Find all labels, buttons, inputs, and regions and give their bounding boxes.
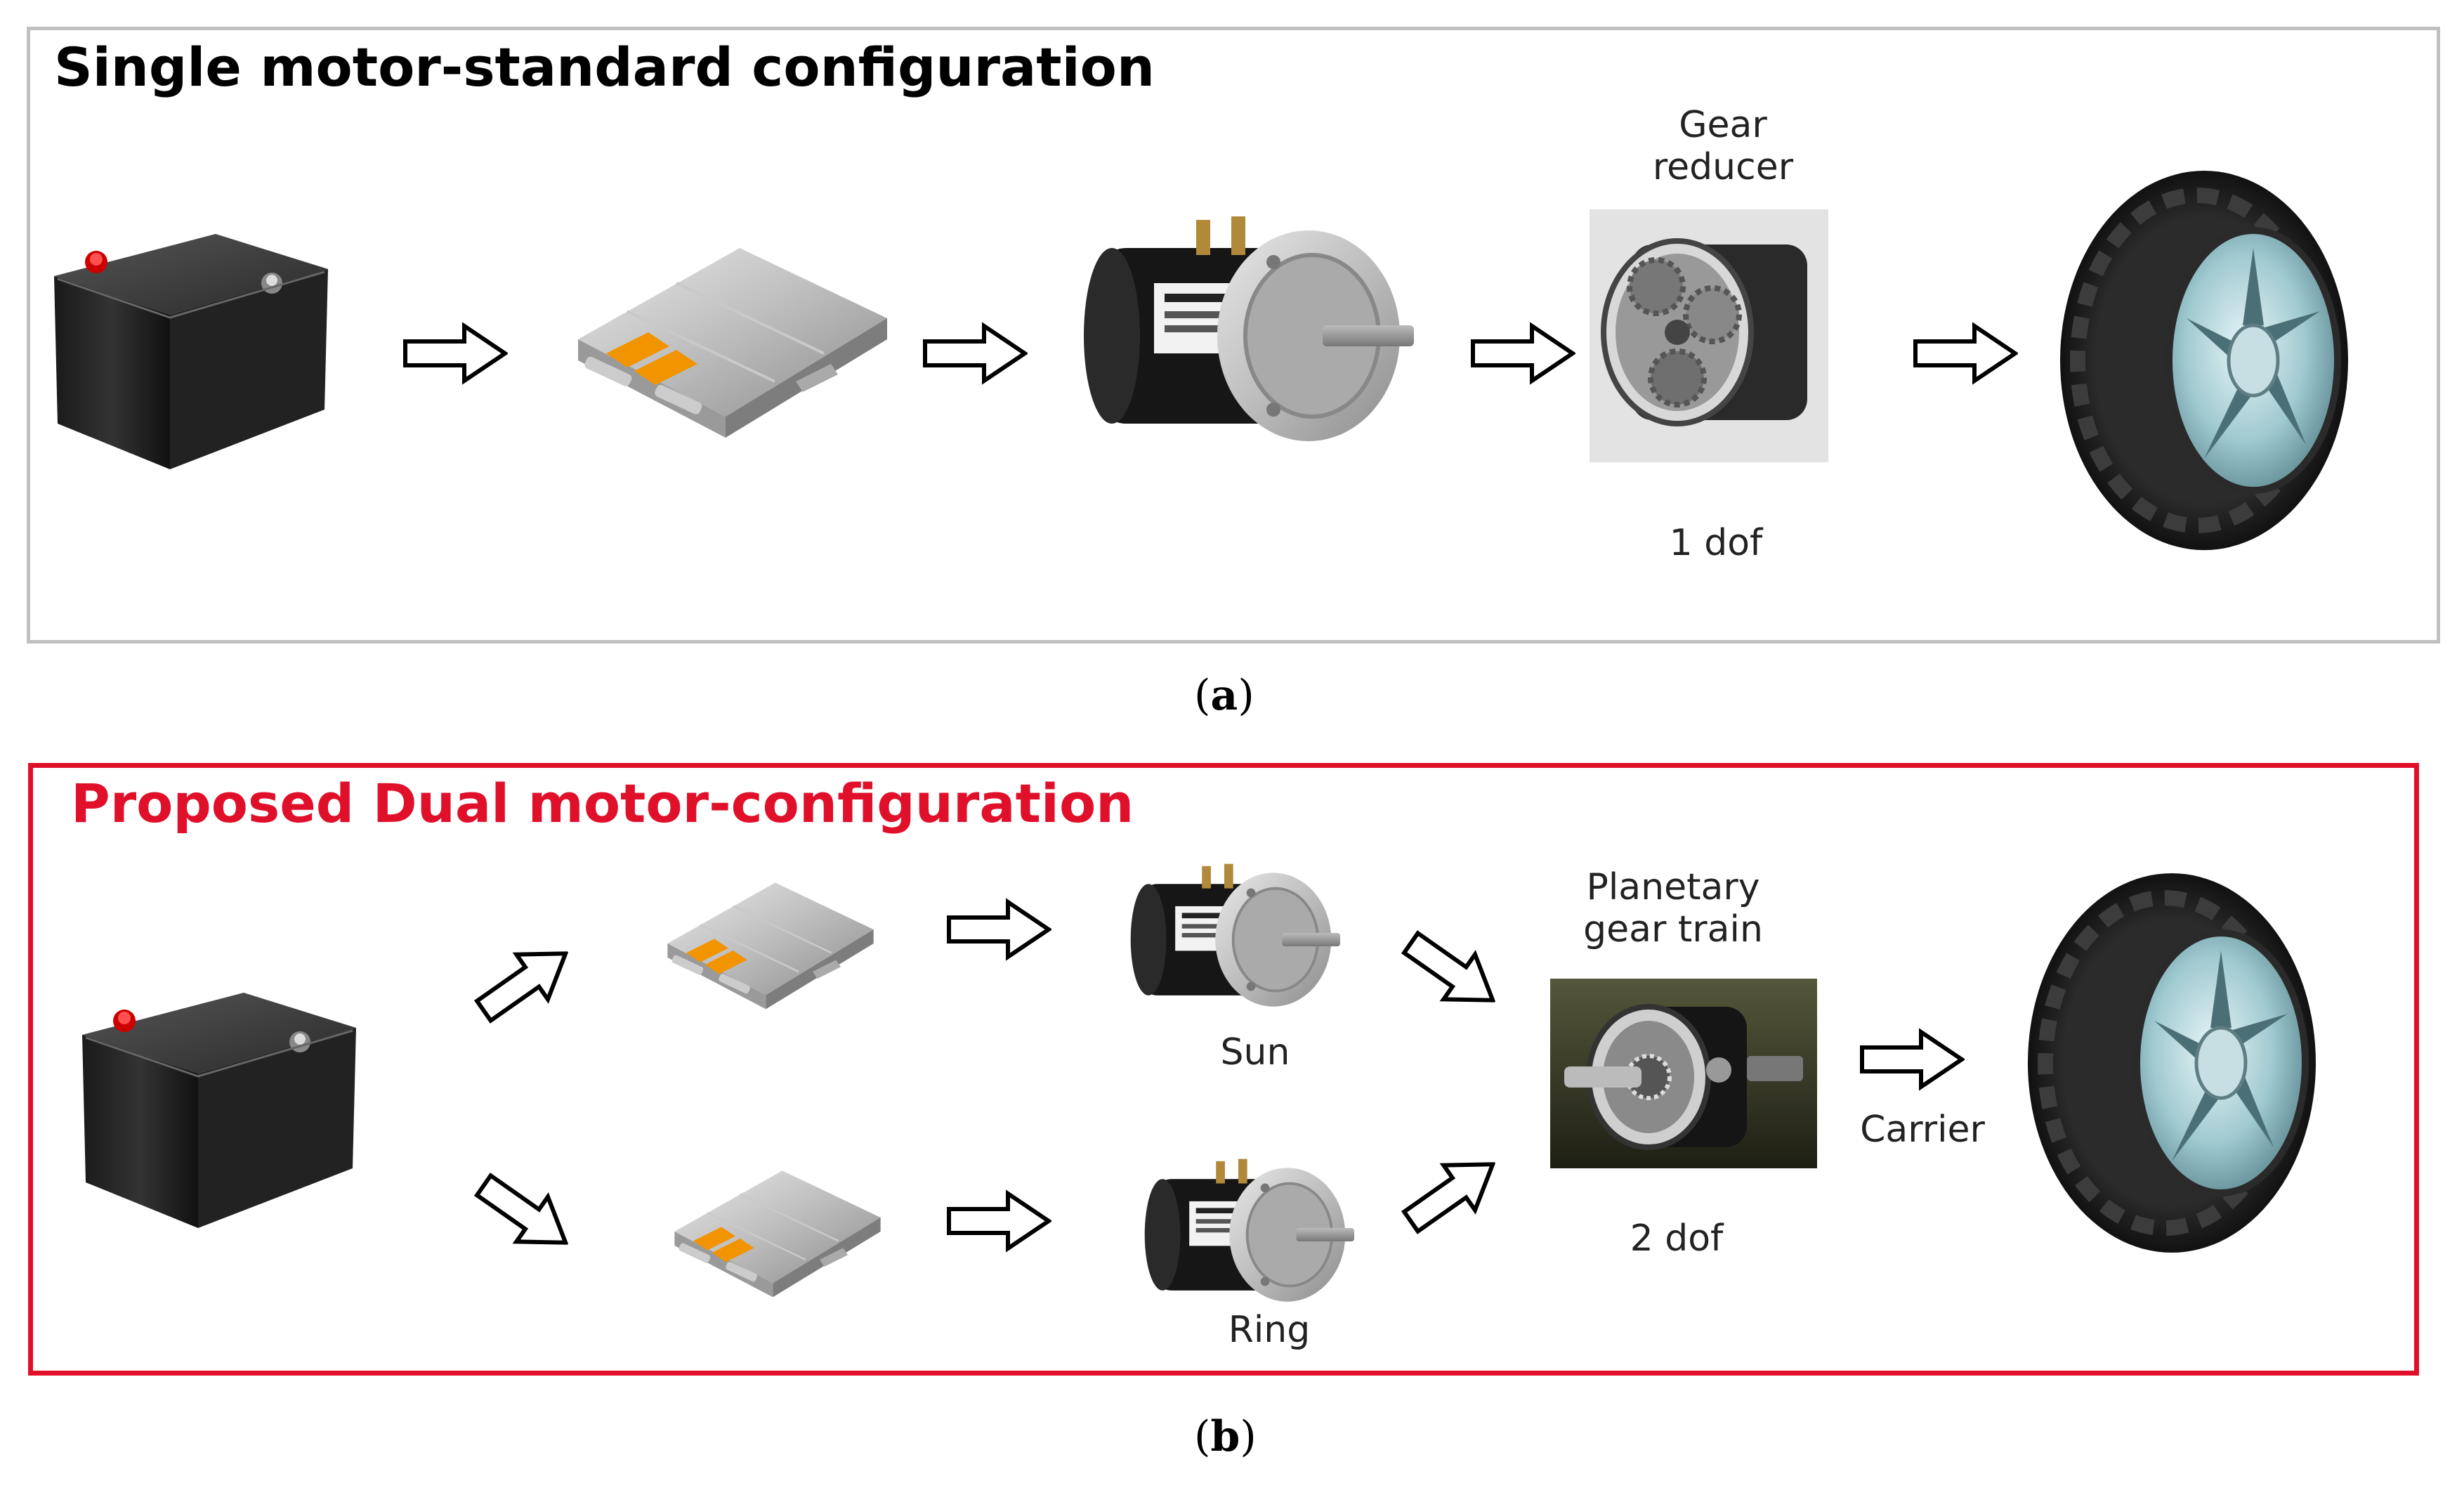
- wheel-icon: [2053, 164, 2362, 557]
- arrow-icon: [464, 926, 586, 1038]
- sun-label: Sun: [1220, 1031, 1290, 1073]
- gear-reducer-icon: [1590, 209, 1828, 462]
- arrow-icon: [946, 1189, 1051, 1253]
- arrow-icon: [1391, 915, 1513, 1028]
- planetary-gear-label-line1: Planetary: [1586, 866, 1760, 908]
- battery-icon: [68, 979, 363, 1232]
- ring-label: Ring: [1228, 1309, 1311, 1351]
- caption-a-letter: a: [1210, 671, 1238, 720]
- wheel-icon: [2021, 866, 2330, 1260]
- arrow-icon: [946, 898, 1051, 961]
- gear-reducer-label-line2: reducer: [1652, 146, 1794, 188]
- planetary-gear-label: Planetary gear train: [1550, 866, 1796, 951]
- caption-b-letter: b: [1210, 1412, 1240, 1461]
- inverter-icon: [665, 1161, 890, 1302]
- inverter-icon: [658, 873, 883, 1014]
- panel-dual-motor: Proposed Dual motor-configuration Sun Ri…: [28, 763, 2419, 1376]
- motor-icon: [1070, 199, 1435, 452]
- caption-a: (a): [1194, 671, 1254, 720]
- dof-label-a: 1 dof: [1669, 522, 1763, 564]
- motor-icon: [1136, 1147, 1368, 1309]
- gear-reducer-label-line1: Gear: [1679, 104, 1767, 146]
- arrow-icon: [464, 1158, 586, 1270]
- caption-b: (b): [1194, 1412, 1257, 1461]
- dof-label-b: 2 dof: [1630, 1217, 1724, 1260]
- arrow-icon: [1859, 1028, 1965, 1091]
- planetary-gear-icon: [1550, 979, 1817, 1168]
- inverter-icon: [564, 234, 901, 445]
- arrow-icon: [1470, 322, 1575, 385]
- arrow-icon: [402, 322, 508, 385]
- arrow-icon: [1391, 1137, 1513, 1249]
- carrier-label: Carrier: [1860, 1109, 1985, 1151]
- panel-a-title: Single motor-standard configuration: [54, 36, 1155, 98]
- arrow-icon: [922, 322, 1028, 385]
- gear-reducer-label: Gear reducer: [1618, 104, 1828, 188]
- battery-icon: [40, 220, 335, 473]
- panel-b-title: Proposed Dual motor-configuration: [71, 772, 1134, 835]
- arrow-icon: [1913, 322, 2018, 385]
- panel-single-motor: Single motor-standard configuration Gear…: [27, 27, 2440, 644]
- planetary-gear-label-line2: gear train: [1583, 908, 1763, 951]
- motor-icon: [1122, 852, 1354, 1014]
